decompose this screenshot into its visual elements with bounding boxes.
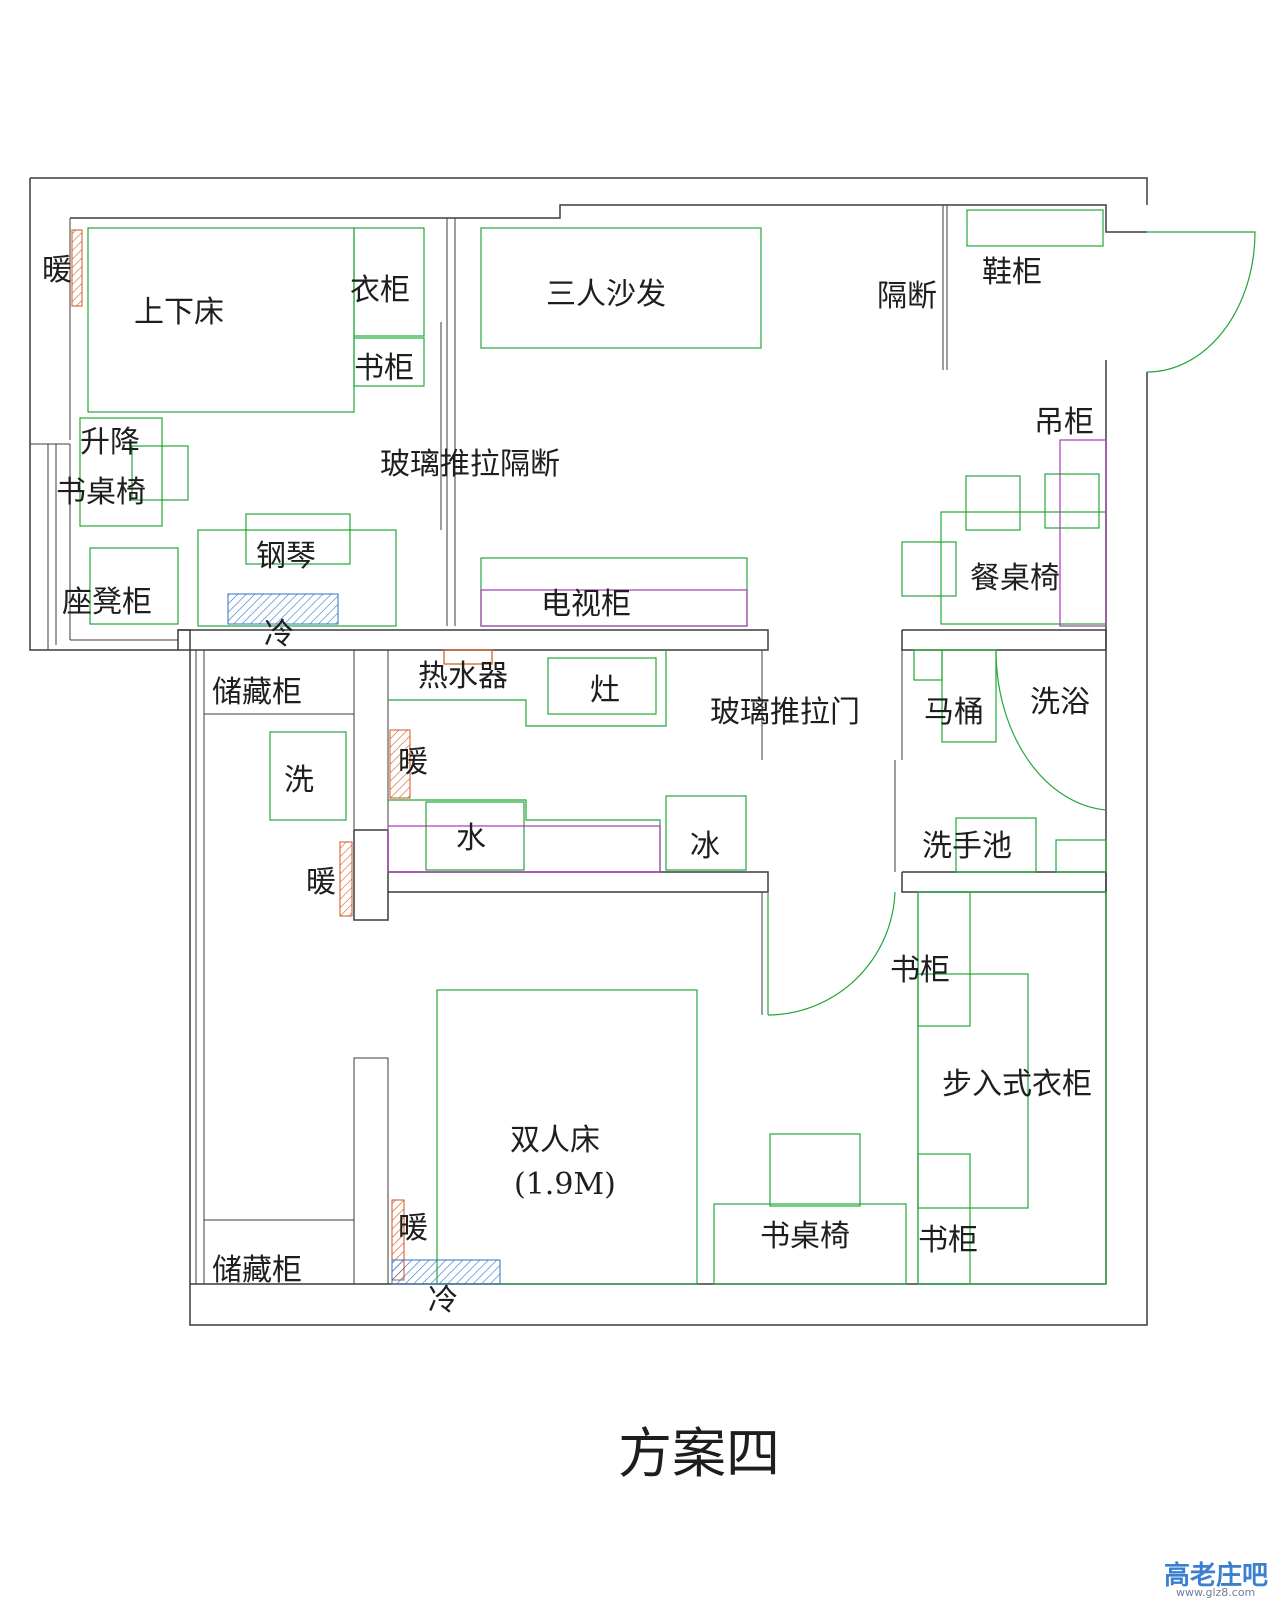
kitchen-counter-top: [388, 650, 667, 727]
water-heater-unit: [443, 649, 493, 665]
bath-door: [995, 649, 1107, 811]
label-bookcase-kids: 书柜: [354, 351, 414, 386]
label-fridge: 冰: [690, 829, 720, 864]
label-bunk-bed: 上下床: [134, 295, 224, 330]
sofa-outline: [480, 227, 762, 349]
label-storage-top: 储藏柜: [212, 675, 302, 710]
label-seat-cabinet: 座凳柜: [62, 585, 152, 620]
doors: [767, 231, 1256, 1016]
desk-chair-outline-master: [769, 1133, 861, 1207]
dining-chair-1: [965, 475, 1021, 531]
label-desk-chair-kids: 书桌椅: [56, 475, 146, 510]
label-desk-master: 书桌椅: [760, 1219, 850, 1254]
label-heater-kitchen: 暖: [398, 745, 428, 780]
label-ac-master: 冷: [428, 1283, 458, 1318]
desk-outline: [713, 1203, 907, 1285]
label-heater-laundry: 暖: [306, 865, 336, 900]
interior-walls: [178, 205, 1107, 1285]
heater-kitchen: [389, 729, 411, 799]
label-dining: 餐桌椅: [970, 561, 1060, 596]
dining-chair-3: [901, 541, 957, 597]
piano-outline: [245, 513, 351, 565]
label-bed-size: (1.9M): [514, 1167, 616, 1202]
label-partition: 隔断: [877, 279, 937, 314]
washer-outline: [269, 731, 347, 821]
seat-cabinet-outline: [89, 547, 179, 625]
label-shower: 洗浴: [1030, 685, 1090, 720]
label-ac-kids: 冷: [264, 617, 294, 652]
label-storage-bottom: 储藏柜: [212, 1253, 302, 1288]
ac-kids: [227, 593, 339, 625]
toilet-outline: [941, 649, 997, 743]
hanging-cabinet-body: [1059, 439, 1107, 627]
tv-cabinet-body: [480, 589, 748, 627]
label-toilet: 马桶: [924, 695, 984, 730]
sink-outline: [425, 801, 525, 871]
watermark-logo: 高老庄吧: [1164, 1560, 1268, 1591]
closet-inner-outline: [917, 973, 1029, 1209]
label-lift: 升降: [80, 425, 140, 460]
label-walk-in-closet: 步入式衣柜: [942, 1067, 1092, 1102]
washbasin-outline: [955, 817, 1037, 873]
shoe-cabinet-outline: [966, 209, 1104, 247]
sink-counter-body: [387, 825, 661, 873]
watermark-url: www.glz8.com: [1176, 1586, 1255, 1599]
bedroom-door: [767, 891, 896, 1016]
entrance-door: [1146, 231, 1256, 373]
label-sink: 水: [456, 821, 486, 856]
climate-units: [71, 229, 501, 1285]
wardrobe-outline: [353, 227, 425, 337]
label-bookcase-bottom: 书柜: [918, 1223, 978, 1258]
toilet-tank-outline: [913, 649, 943, 681]
stove-outline: [547, 657, 657, 715]
label-hanging-cabinet: 吊柜: [1034, 405, 1094, 440]
label-shoe-cabinet: 鞋柜: [982, 255, 1042, 290]
label-piano: 钢琴: [256, 539, 316, 574]
desk-chair-outline: [131, 445, 189, 501]
plan-title: 方案四: [618, 1422, 780, 1485]
label-heater-kids: 暖: [42, 253, 72, 288]
watermark: 高老庄吧 www.glz8.com: [1164, 1560, 1268, 1599]
piano-area-outline: [197, 529, 397, 627]
double-bed-outline: [436, 989, 698, 1285]
fridge-outline: [665, 795, 747, 871]
label-washer: 洗: [284, 763, 314, 798]
room-labels: 暖 上下床 衣柜 书柜 升降 书桌椅 钢琴 座凳柜 冷 三人沙发 隔断 鞋柜 吊…: [42, 253, 1094, 1318]
label-wardrobe: 衣柜: [350, 273, 410, 308]
label-sofa: 三人沙发: [546, 277, 666, 312]
heater-kids: [71, 229, 83, 307]
lift-desk-outline: [79, 417, 163, 527]
label-tv-cabinet: 电视柜: [541, 587, 631, 622]
label-glass-door: 玻璃推拉门: [710, 695, 860, 730]
label-bookcase-top: 书柜: [890, 953, 950, 988]
bath-shelf-outline: [1055, 839, 1107, 873]
bookcase-outline: [353, 337, 425, 387]
heater-laundry: [339, 841, 353, 917]
bookcase-top-outline: [917, 891, 971, 1027]
label-water-heater: 热水器: [418, 659, 508, 694]
bookcase-bottom-outline: [917, 1153, 971, 1285]
label-washbasin: 洗手池: [922, 829, 1012, 864]
dining-chair-2: [1044, 473, 1100, 529]
label-heater-master: 暖: [398, 1211, 428, 1246]
label-glass-partition: 玻璃推拉隔断: [380, 447, 560, 482]
label-stove: 灶: [590, 673, 620, 708]
label-double-bed: 双人床: [510, 1123, 600, 1158]
ac-master: [391, 1259, 501, 1285]
cabinets: [387, 439, 1107, 873]
